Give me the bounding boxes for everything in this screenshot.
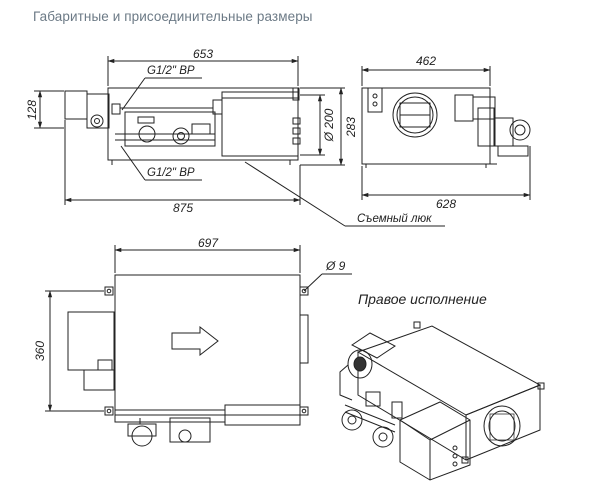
page-title: Габаритные и присоединительные размеры <box>33 9 313 24</box>
front-dim-bottom: 628 <box>436 197 456 211</box>
front-dim-top: 462 <box>416 54 436 68</box>
hole-dim: Ø 9 <box>325 259 346 273</box>
iso-view <box>339 321 545 481</box>
hatch-label: Съемный люк <box>357 213 432 225</box>
side-dim-left: 128 <box>25 100 39 120</box>
flow-arrow-icon <box>171 325 219 357</box>
front-view <box>361 66 531 200</box>
iso-pump <box>341 409 363 431</box>
pipe-label-bottom: G1/2" ВР <box>147 167 195 179</box>
side-burner <box>64 90 88 120</box>
iso-duct <box>483 405 521 447</box>
front-housing <box>361 87 491 165</box>
iso-control-box <box>399 401 471 481</box>
variant-label: Правое исполнение <box>358 291 487 307</box>
iso-top-face <box>356 325 542 416</box>
front-duct-circle <box>392 92 438 138</box>
pipe-label-top: G1/2" ВР <box>147 65 195 77</box>
top-burner <box>67 311 115 371</box>
top-housing <box>114 274 301 416</box>
side-view <box>34 56 445 227</box>
side-dim-right: 283 <box>344 117 358 138</box>
side-dim-top: 653 <box>193 47 213 61</box>
top-dim-top: 697 <box>198 236 219 250</box>
front-motor <box>509 119 531 141</box>
top-dim-left: 360 <box>33 341 47 361</box>
top-view <box>45 245 352 447</box>
side-control-box <box>221 91 299 157</box>
side-dim-bottom: 875 <box>173 201 193 215</box>
side-dim-dia: Ø 200 <box>322 108 336 142</box>
